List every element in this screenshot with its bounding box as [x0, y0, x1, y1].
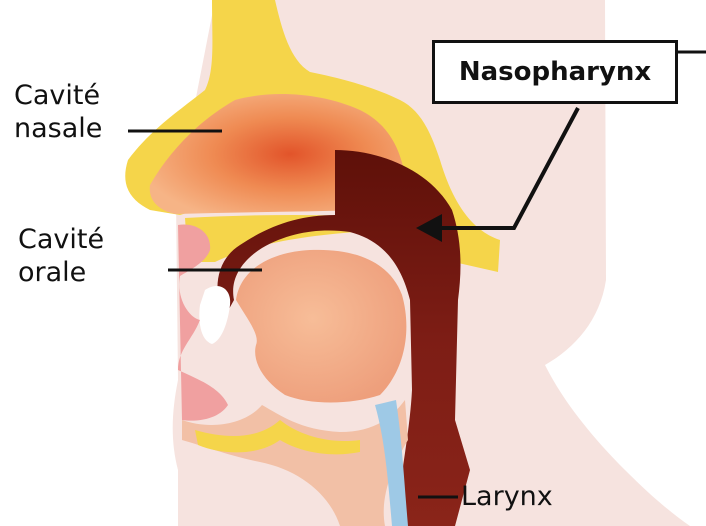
label-nasal-cavity-line-1: Cavité	[14, 80, 102, 113]
label-larynx-text: Larynx	[461, 481, 553, 514]
label-nasal-cavity: Cavité nasale	[14, 80, 102, 146]
label-oral-cavity-line-2: orale	[18, 257, 104, 290]
nasopharynx-callout-box: Nasopharynx	[432, 40, 678, 104]
label-nasal-cavity-line-2: nasale	[14, 113, 102, 146]
label-oral-cavity: Cavité orale	[18, 224, 104, 290]
label-larynx: Larynx	[461, 481, 553, 514]
label-oral-cavity-line-1: Cavité	[18, 224, 104, 257]
label-nasopharynx: Nasopharynx	[459, 57, 651, 87]
